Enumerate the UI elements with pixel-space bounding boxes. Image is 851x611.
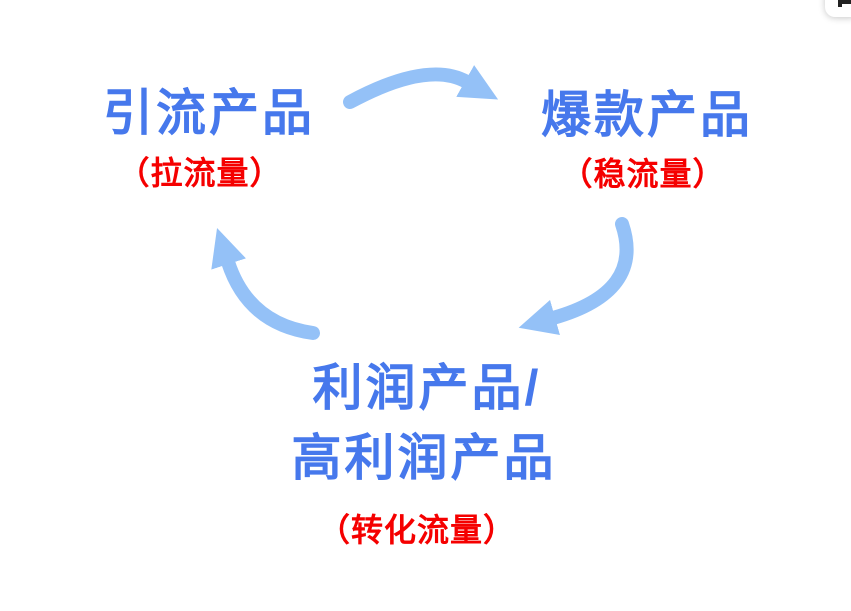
node-traffic-product-label: 引流产品: [103, 85, 315, 141]
node-hot-product-label: 爆款产品: [541, 87, 753, 143]
node-hot-product-sublabel: （稳流量）: [560, 156, 726, 192]
corner-popover-partial[interactable]: [825, 0, 851, 17]
node-profit-product-label-line1: 利润产品/: [312, 360, 542, 416]
arrow-traffic-to-hot: [343, 65, 499, 109]
partial-icon: [838, 0, 851, 4]
partial-icon-stub: [838, 0, 842, 7]
node-traffic-product-sublabel: （拉流量）: [117, 155, 283, 191]
node-profit-product-label-line2: 高利润产品: [291, 430, 557, 486]
arrow-hot-to-profit: [518, 217, 634, 335]
arrow-profit-to-traffic: [211, 228, 320, 340]
node-profit-product-sublabel: （转化流量）: [317, 512, 517, 548]
